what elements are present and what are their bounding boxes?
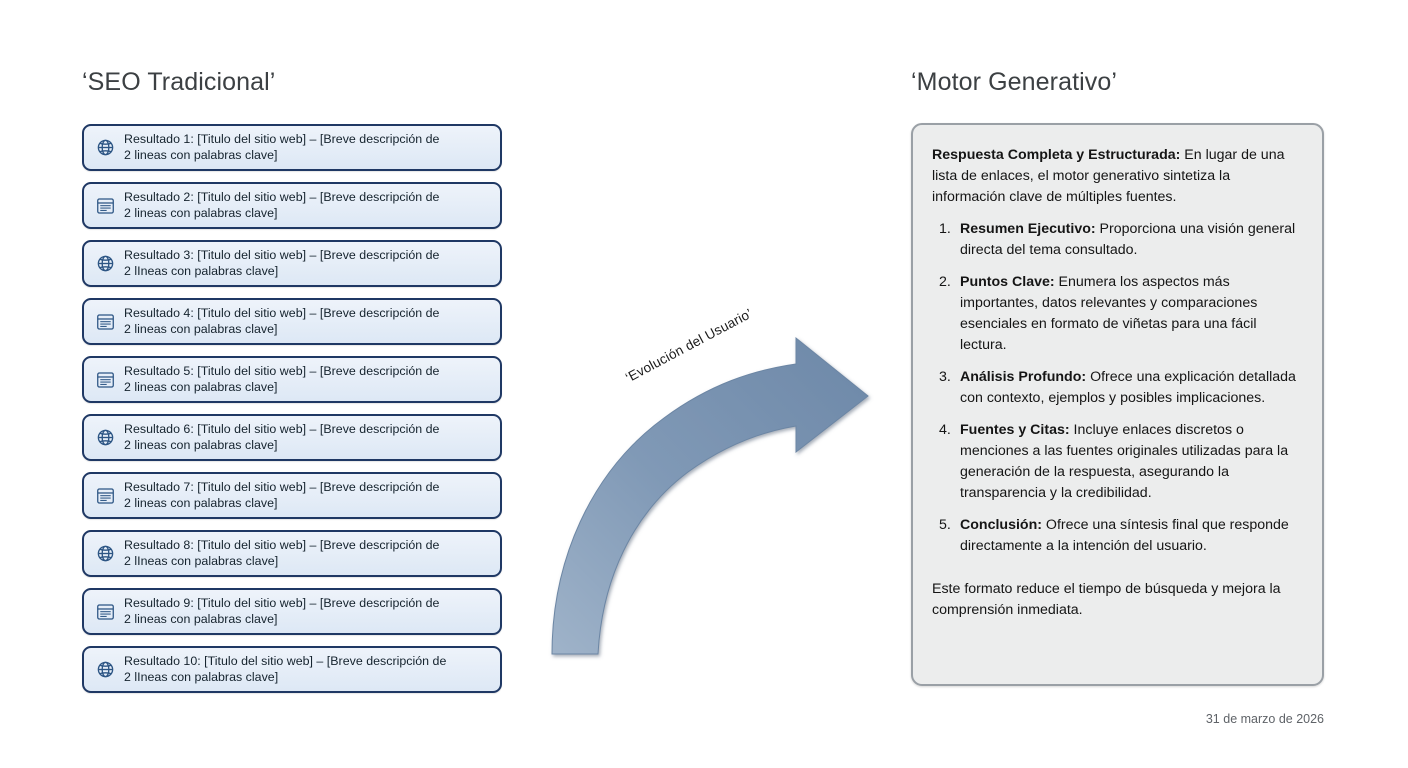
serp-result-text: Resultado 6: [Titulo del sitio web] – [B… (124, 422, 439, 453)
serp-result-line-1: Resultado 5: [Titulo del sitio web] – [B… (124, 364, 440, 378)
generative-item-title: Resumen Ejecutivo: (960, 221, 1096, 237)
generative-list-item: Puntos Clave: Enumera los aspectos más i… (939, 272, 1303, 356)
serp-result-card[interactable]: Resultado 8: [Titulo del sitio web] – [B… (82, 530, 502, 577)
serp-result-card[interactable]: Resultado 7: [Titulo del sitio web] – [B… (82, 472, 502, 519)
serp-result-line-2: 2 lineas con palabras clave] (124, 321, 278, 336)
globe-icon (94, 659, 116, 681)
globe-icon (94, 427, 116, 449)
generative-item-body: Incluye enlaces discretos o menciones a … (960, 422, 1289, 501)
generative-item-body: Enumera los aspectos más importantes, da… (960, 274, 1258, 353)
window-icon (94, 369, 116, 391)
generative-outro-paragraph: Este formato reduce el tiempo de búsqued… (932, 581, 1281, 618)
evolution-arrow-group: ‘Evolución del Usuario’ (528, 306, 888, 670)
serp-result-line-1: Resultado 9: [Titulo del sitio web] – [B… (124, 596, 440, 610)
page-title-motor-generativo: ‘Motor Generativo’ (911, 68, 1118, 96)
serp-result-line-2: 2 lIneas con palabras clave] (124, 553, 279, 568)
serp-result-card[interactable]: Resultado 2: [Titulo del sitio web] – [B… (82, 182, 502, 229)
serp-result-card[interactable]: Resultado 3: [Titulo del sitio web] – [B… (82, 240, 502, 287)
serp-result-line-1: Resultado 8: [Titulo del sitio web] – [B… (124, 538, 440, 552)
generative-intro-rest: En lugar de una lista de enlaces, el mot… (932, 147, 1285, 205)
serp-result-text: Resultado 5: [Titulo del sitio web] – [B… (124, 364, 439, 395)
serp-result-line-2: 2 lineas con palabras clave] (124, 495, 278, 510)
serp-result-card[interactable]: Resultado 4: [Titulo del sitio web] – [B… (82, 298, 502, 345)
serp-result-text: Resultado 2: [Titulo del sitio web] – [B… (124, 190, 439, 221)
curved-arrow-icon (551, 336, 869, 655)
serp-result-line-2: 2 lineas con palabras clave] (124, 147, 278, 162)
generative-item-title: Puntos Clave: (960, 274, 1055, 290)
generative-item-body: Proporciona una visión general directa d… (960, 221, 1296, 258)
serp-result-line-1: Resultado 2: [Titulo del sitio web] – [B… (124, 190, 440, 204)
generative-item-title: Fuentes y Citas: (960, 422, 1070, 438)
serp-result-line-1: Resultado 1: [Titulo del sitio web] – [B… (124, 132, 440, 146)
globe-icon (94, 543, 116, 565)
serp-result-line-1: Resultado 6: [Titulo del sitio web] – [B… (124, 422, 440, 436)
serp-result-line-1: Resultado 3: [Titulo del sitio web] – [B… (124, 248, 440, 262)
generative-item-title: Conclusión: (960, 517, 1042, 533)
serp-result-card[interactable]: Resultado 1: [Titulo del sitio web] – [B… (82, 124, 502, 171)
serp-result-card[interactable]: Resultado 9: [Titulo del sitio web] – [B… (82, 588, 502, 635)
generative-item-body: Ofrece una explicación detallada con con… (960, 369, 1296, 406)
generative-list-item: Análisis Profundo: Ofrece una explicació… (939, 367, 1303, 409)
serp-result-line-2: 2 lIneas con palabras clave] (124, 669, 279, 684)
serp-result-line-1: Resultado 10: [Titulo del sitio web] – [… (124, 654, 447, 668)
window-icon (94, 601, 116, 623)
serp-result-text: Resultado 7: [Titulo del sitio web] – [B… (124, 480, 439, 511)
serp-result-text: Resultado 3: [Titulo del sitio web] – [B… (124, 248, 439, 279)
page-title-seo-tradicional: ‘SEO Tradicional’ (82, 68, 276, 96)
generative-item-body: Ofrece una síntesis final que responde d… (960, 517, 1289, 554)
serp-result-line-1: Resultado 7: [Titulo del sitio web] – [B… (124, 480, 440, 494)
serp-result-line-2: 2 lineas con palabras clave] (124, 611, 278, 626)
serp-result-line-2: 2 lineas con palabras clave] (124, 437, 278, 452)
serp-result-text: Resultado 10: [Titulo del sitio web] – [… (124, 654, 446, 685)
serp-result-line-2: 2 lineas con palabras clave] (124, 379, 278, 394)
generative-intro-bold: Respuesta Completa y Estructurada: (932, 147, 1181, 163)
serp-result-line-2: 2 lineas con palabras clave] (124, 205, 278, 220)
arrow-shape (551, 336, 869, 655)
serp-result-text: Resultado 1: [Titulo del sitio web] – [B… (124, 132, 439, 163)
window-icon (94, 485, 116, 507)
serp-result-card[interactable]: Resultado 10: [Titulo del sitio web] – [… (82, 646, 502, 693)
serp-result-line-1: Resultado 4: [Titulo del sitio web] – [B… (124, 306, 440, 320)
globe-icon (94, 253, 116, 275)
window-icon (94, 311, 116, 333)
generative-numbered-list: Resumen Ejecutivo: Proporciona una visió… (932, 219, 1303, 557)
serp-result-card[interactable]: Resultado 5: [Titulo del sitio web] – [B… (82, 356, 502, 403)
footer-date: 31 de marzo de 2026 (1205, 712, 1324, 726)
serp-result-card[interactable]: Resultado 6: [Titulo del sitio web] – [B… (82, 414, 502, 461)
serp-results-list: Resultado 1: [Titulo del sitio web] – [B… (82, 124, 502, 704)
generative-item-title: Análisis Profundo: (960, 369, 1087, 385)
generative-list-item: Fuentes y Citas: Incluye enlaces discret… (939, 420, 1303, 504)
window-icon (94, 195, 116, 217)
serp-result-text: Resultado 8: [Titulo del sitio web] – [B… (124, 538, 439, 569)
serp-result-text: Resultado 4: [Titulo del sitio web] – [B… (124, 306, 439, 337)
serp-result-text: Resultado 9: [Titulo del sitio web] – [B… (124, 596, 439, 627)
generative-list-item: Conclusión: Ofrece una síntesis final qu… (939, 515, 1303, 557)
generative-intro-paragraph: Respuesta Completa y Estructurada: En lu… (932, 145, 1303, 208)
generative-list-item: Resumen Ejecutivo: Proporciona una visió… (939, 219, 1303, 261)
arrow-label-evolucion-del-usuario: ‘Evolución del Usuario’ (623, 305, 755, 386)
generative-answer-panel: Respuesta Completa y Estructurada: En lu… (911, 123, 1324, 686)
globe-icon (94, 137, 116, 159)
serp-result-line-2: 2 lIneas con palabras clave] (124, 263, 279, 278)
